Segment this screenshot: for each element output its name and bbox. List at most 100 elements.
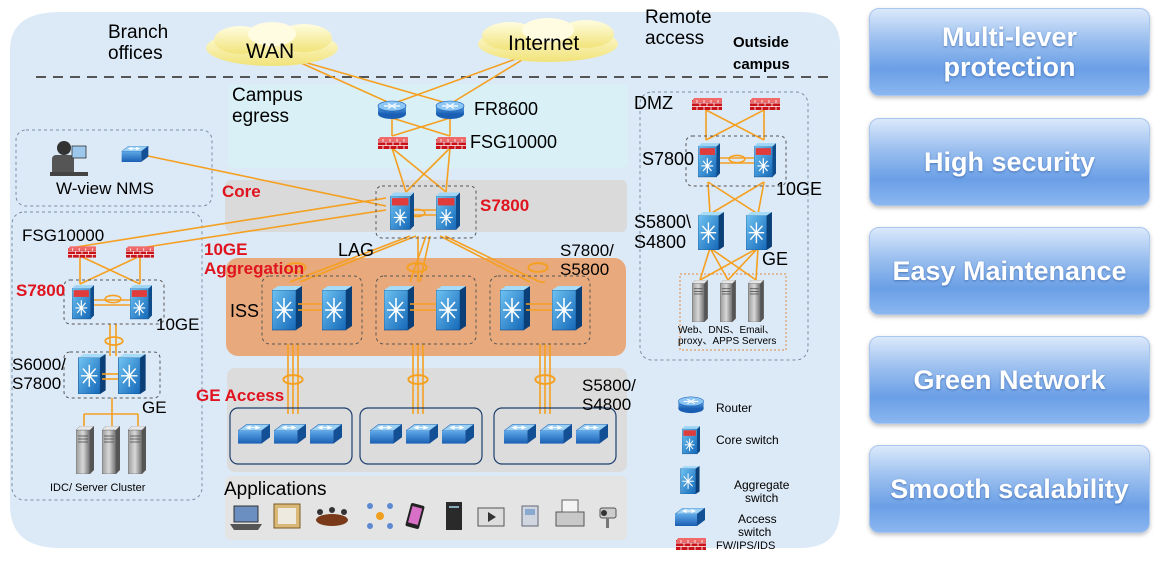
s5800-s4800-dmz-label: S5800\ S4800 — [634, 212, 692, 252]
access-switch-icon — [274, 424, 306, 444]
server-icon — [128, 426, 146, 474]
s7800-left-label: S7800 — [16, 281, 66, 300]
application-icons — [230, 499, 617, 530]
firewall-icon — [692, 98, 722, 110]
fr8600-label: FR8600 — [474, 99, 539, 119]
dmz-zone — [639, 91, 809, 361]
firewall-icon — [750, 98, 780, 110]
access-switch-group — [359, 407, 483, 465]
ge-access-label: GE Access — [196, 386, 285, 405]
server-icon — [692, 280, 708, 322]
core-switch-group — [63, 279, 165, 325]
ge-dmz-label: GE — [762, 249, 789, 269]
feature-smooth-scalability: Smooth scalability — [869, 445, 1150, 533]
aggregate-switch-group — [375, 275, 477, 345]
10ge-aggregation-label: 10GE Aggregation — [204, 240, 305, 278]
legend-access-switch-label: Access switch — [738, 512, 777, 540]
wan-label: WAN — [246, 40, 295, 63]
campus-egress-label: Campus egress — [232, 85, 303, 127]
meeting-icon — [316, 507, 348, 526]
aggregate-switch-icon — [78, 354, 106, 394]
aggregate-switch-icon — [698, 212, 724, 250]
access-switch-icon — [238, 424, 270, 444]
wan-cloud — [206, 22, 338, 66]
core-switch-icon — [72, 284, 94, 320]
laptop-icon — [230, 505, 262, 530]
fsg10000-left-label: FSG10000 — [22, 226, 105, 245]
internet-label: Internet — [508, 32, 580, 55]
server-icon — [76, 426, 94, 474]
people-network-icon — [367, 503, 393, 529]
10ge-dmz-label: 10GE — [776, 179, 823, 199]
core-switch-icon — [390, 191, 414, 231]
feature-green-network: Green Network — [869, 336, 1150, 424]
core-switch-group — [375, 185, 477, 239]
router-icon — [435, 100, 465, 120]
aggregate-switch-group — [489, 275, 591, 345]
firewall-icon — [68, 246, 96, 258]
network-diagram: WAN Internet Branch offices Remote acces… — [10, 7, 840, 552]
legend-router-label: Router — [716, 401, 753, 415]
access-switch-group — [493, 407, 617, 465]
aggregate-switch-icon — [272, 285, 302, 331]
aggregation-band — [226, 258, 626, 356]
wview-zone — [15, 129, 213, 207]
core-band — [225, 180, 627, 232]
video-icon — [477, 507, 505, 527]
access-switch-icon — [121, 146, 149, 162]
egress-band — [228, 84, 628, 168]
fsg10000-egress-label: FSG10000 — [470, 132, 558, 152]
legend-firewall-icon — [676, 538, 706, 550]
remote-access-label: Remote access — [645, 7, 712, 49]
applications-label: Applications — [224, 479, 327, 500]
s5800-s4800-access-label: S5800/ S4800 — [582, 376, 636, 414]
operator-icon — [50, 141, 88, 176]
aggregate-switch-icon — [746, 212, 772, 250]
aggregate-switch-group — [63, 351, 161, 399]
idc-server-cluster-label: IDC/ Server Cluster — [50, 482, 146, 494]
diagram-canvas — [10, 12, 840, 550]
feature-label: Smooth scalability — [890, 473, 1129, 504]
aggregate-switch-icon — [118, 354, 146, 394]
s7800-dmz-label: S7800 — [642, 149, 695, 169]
legend-access-switch-icon — [674, 508, 706, 526]
feature-multi-lever-protection: Multi-lever protection — [869, 8, 1150, 96]
server-icon — [720, 280, 736, 322]
feature-label: Green Network — [913, 364, 1106, 395]
access-switch-icon — [442, 424, 474, 444]
aggregate-switch-icon — [500, 285, 530, 331]
legend-aggregate-switch-icon — [680, 466, 700, 494]
server-icon — [748, 280, 764, 322]
iss-label: ISS — [230, 301, 260, 321]
wview-nms-label: W-view NMS — [56, 179, 154, 198]
core-switch-icon — [130, 284, 152, 320]
legend-firewall-label: FW/IPS/IDS — [716, 540, 776, 552]
core-switch-icon — [754, 142, 776, 178]
s7800-core-label: S7800 — [480, 196, 530, 215]
feature-label: Easy Maintenance — [892, 255, 1127, 286]
access-switch-icon — [540, 424, 572, 444]
access-switch-icon — [310, 424, 342, 444]
access-switch-icon — [406, 424, 438, 444]
outside-campus-label: Outside campus — [733, 34, 790, 73]
server-icon — [102, 426, 120, 474]
printer-icon — [555, 499, 585, 527]
feature-label: High security — [923, 146, 1096, 177]
internet-cloud — [478, 18, 618, 62]
aggregate-switch-icon — [552, 285, 582, 331]
dmz-servers-label: Web、DNS、Email、 proxy、APPS Servers — [678, 325, 777, 347]
aggregate-switch-icon — [322, 285, 352, 331]
legend-core-switch-icon — [682, 425, 700, 455]
core-switch-icon — [436, 191, 460, 231]
aggregate-switch-icon — [436, 285, 466, 331]
core-label: Core — [222, 182, 261, 201]
access-band — [227, 368, 627, 472]
branch-offices-label: Branch offices — [108, 22, 169, 64]
core-switch-group — [685, 135, 787, 187]
camera-icon — [599, 507, 617, 528]
access-switch-group — [229, 407, 353, 465]
aggregate-switch-icon — [384, 285, 414, 331]
legend-core-switch-label: Core switch — [716, 433, 779, 447]
feature-high-security: High security — [869, 118, 1150, 206]
lag-label: LAG — [338, 240, 375, 260]
